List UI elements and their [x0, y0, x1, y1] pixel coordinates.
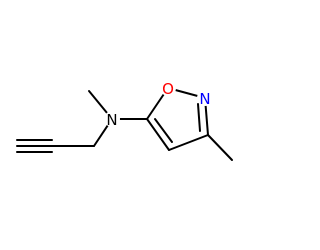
- bond-c4-c5-b: [154, 118, 173, 143]
- molecule-structure: N O N: [16, 80, 233, 161]
- bond-n2-c3-b: [197, 103, 201, 132]
- amine-nitrogen-background: [104, 111, 120, 127]
- ring-oxygen-background: [160, 80, 176, 96]
- amine-nitrogen-label: N: [106, 111, 117, 129]
- atom-labels: N O N: [104, 80, 213, 129]
- ring-oxygen-label: O: [162, 80, 174, 98]
- bond-c3-methyl: [207, 134, 233, 161]
- bonds: [16, 87, 233, 161]
- bond-c4-c5-a: [146, 118, 170, 151]
- bond-c3-c4: [168, 134, 209, 151]
- ring-nitrogen-label: N: [199, 90, 210, 108]
- ring-nitrogen-background: [197, 90, 213, 106]
